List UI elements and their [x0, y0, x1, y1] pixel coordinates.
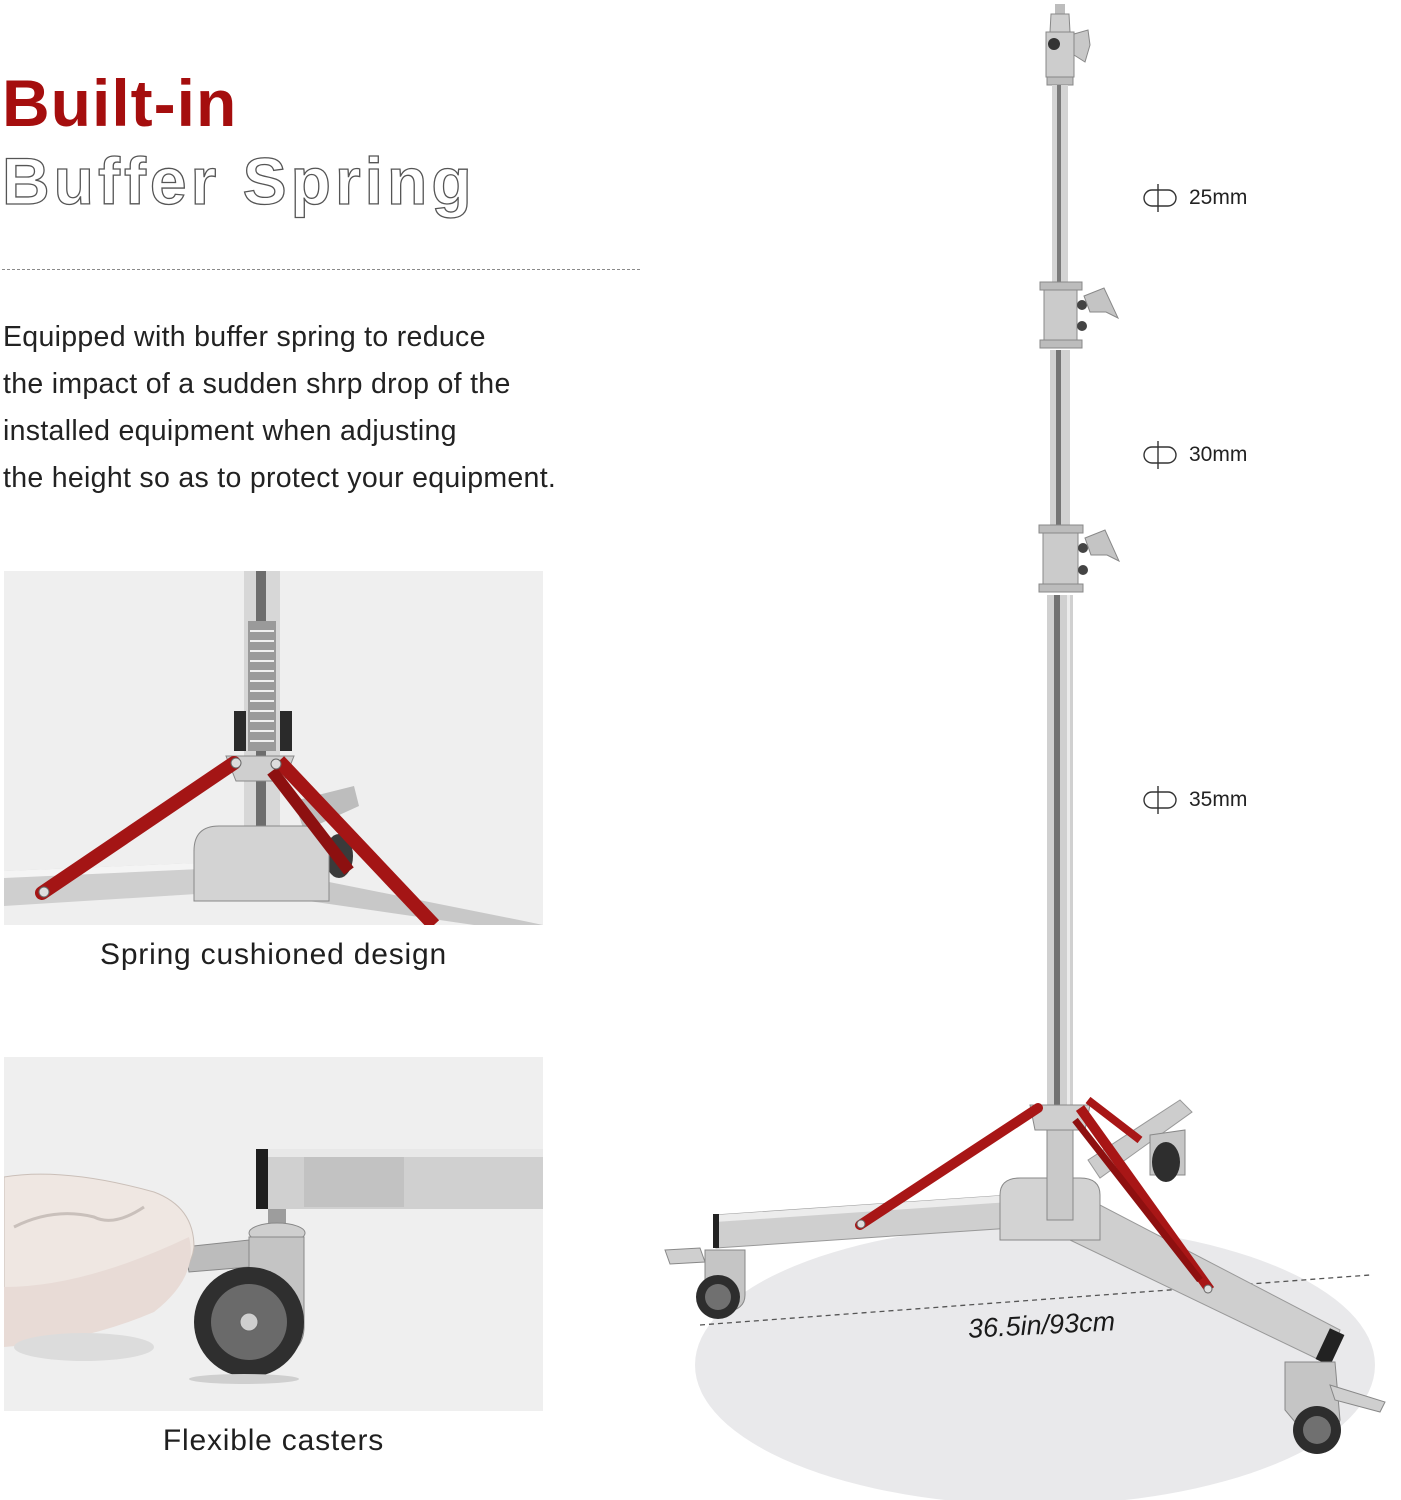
- tube-diameter-25mm: 25mm: [1143, 184, 1247, 212]
- tube-diameter-30mm: 30mm: [1143, 441, 1247, 469]
- diameter-label: 25mm: [1189, 186, 1248, 209]
- diameter-icon: [1143, 184, 1177, 212]
- description-line: the height so as to protect your equipme…: [3, 462, 557, 494]
- diameter-icon: [1143, 441, 1177, 469]
- caster-closeup-image: [4, 1057, 543, 1411]
- light-stand-illustration: 25mm 30mm 35mm: [640, 0, 1401, 1500]
- dashed-divider: [2, 269, 640, 270]
- caption-spring-cushioned: Spring cushioned design: [100, 938, 447, 971]
- diameter-label: 35mm: [1189, 788, 1248, 811]
- spring-closeup-image: [4, 571, 543, 925]
- description-line: Equipped with buffer spring to reduce: [3, 321, 486, 353]
- diameter-label: 30mm: [1189, 443, 1248, 466]
- headline-built-in: Built-in: [2, 66, 238, 140]
- tube-diameter-35mm: 35mm: [1143, 786, 1247, 814]
- description-line: the impact of a sudden shrp drop of the: [3, 368, 511, 400]
- caption-flexible-casters: Flexible casters: [162, 1424, 385, 1457]
- headline-buffer-spring: Buffer Spring: [1, 144, 476, 218]
- description-line: installed equipment when adjusting: [3, 415, 457, 447]
- feature-description: Equipped with buffer spring to reduce th…: [3, 314, 683, 502]
- diameter-icon: [1143, 786, 1177, 814]
